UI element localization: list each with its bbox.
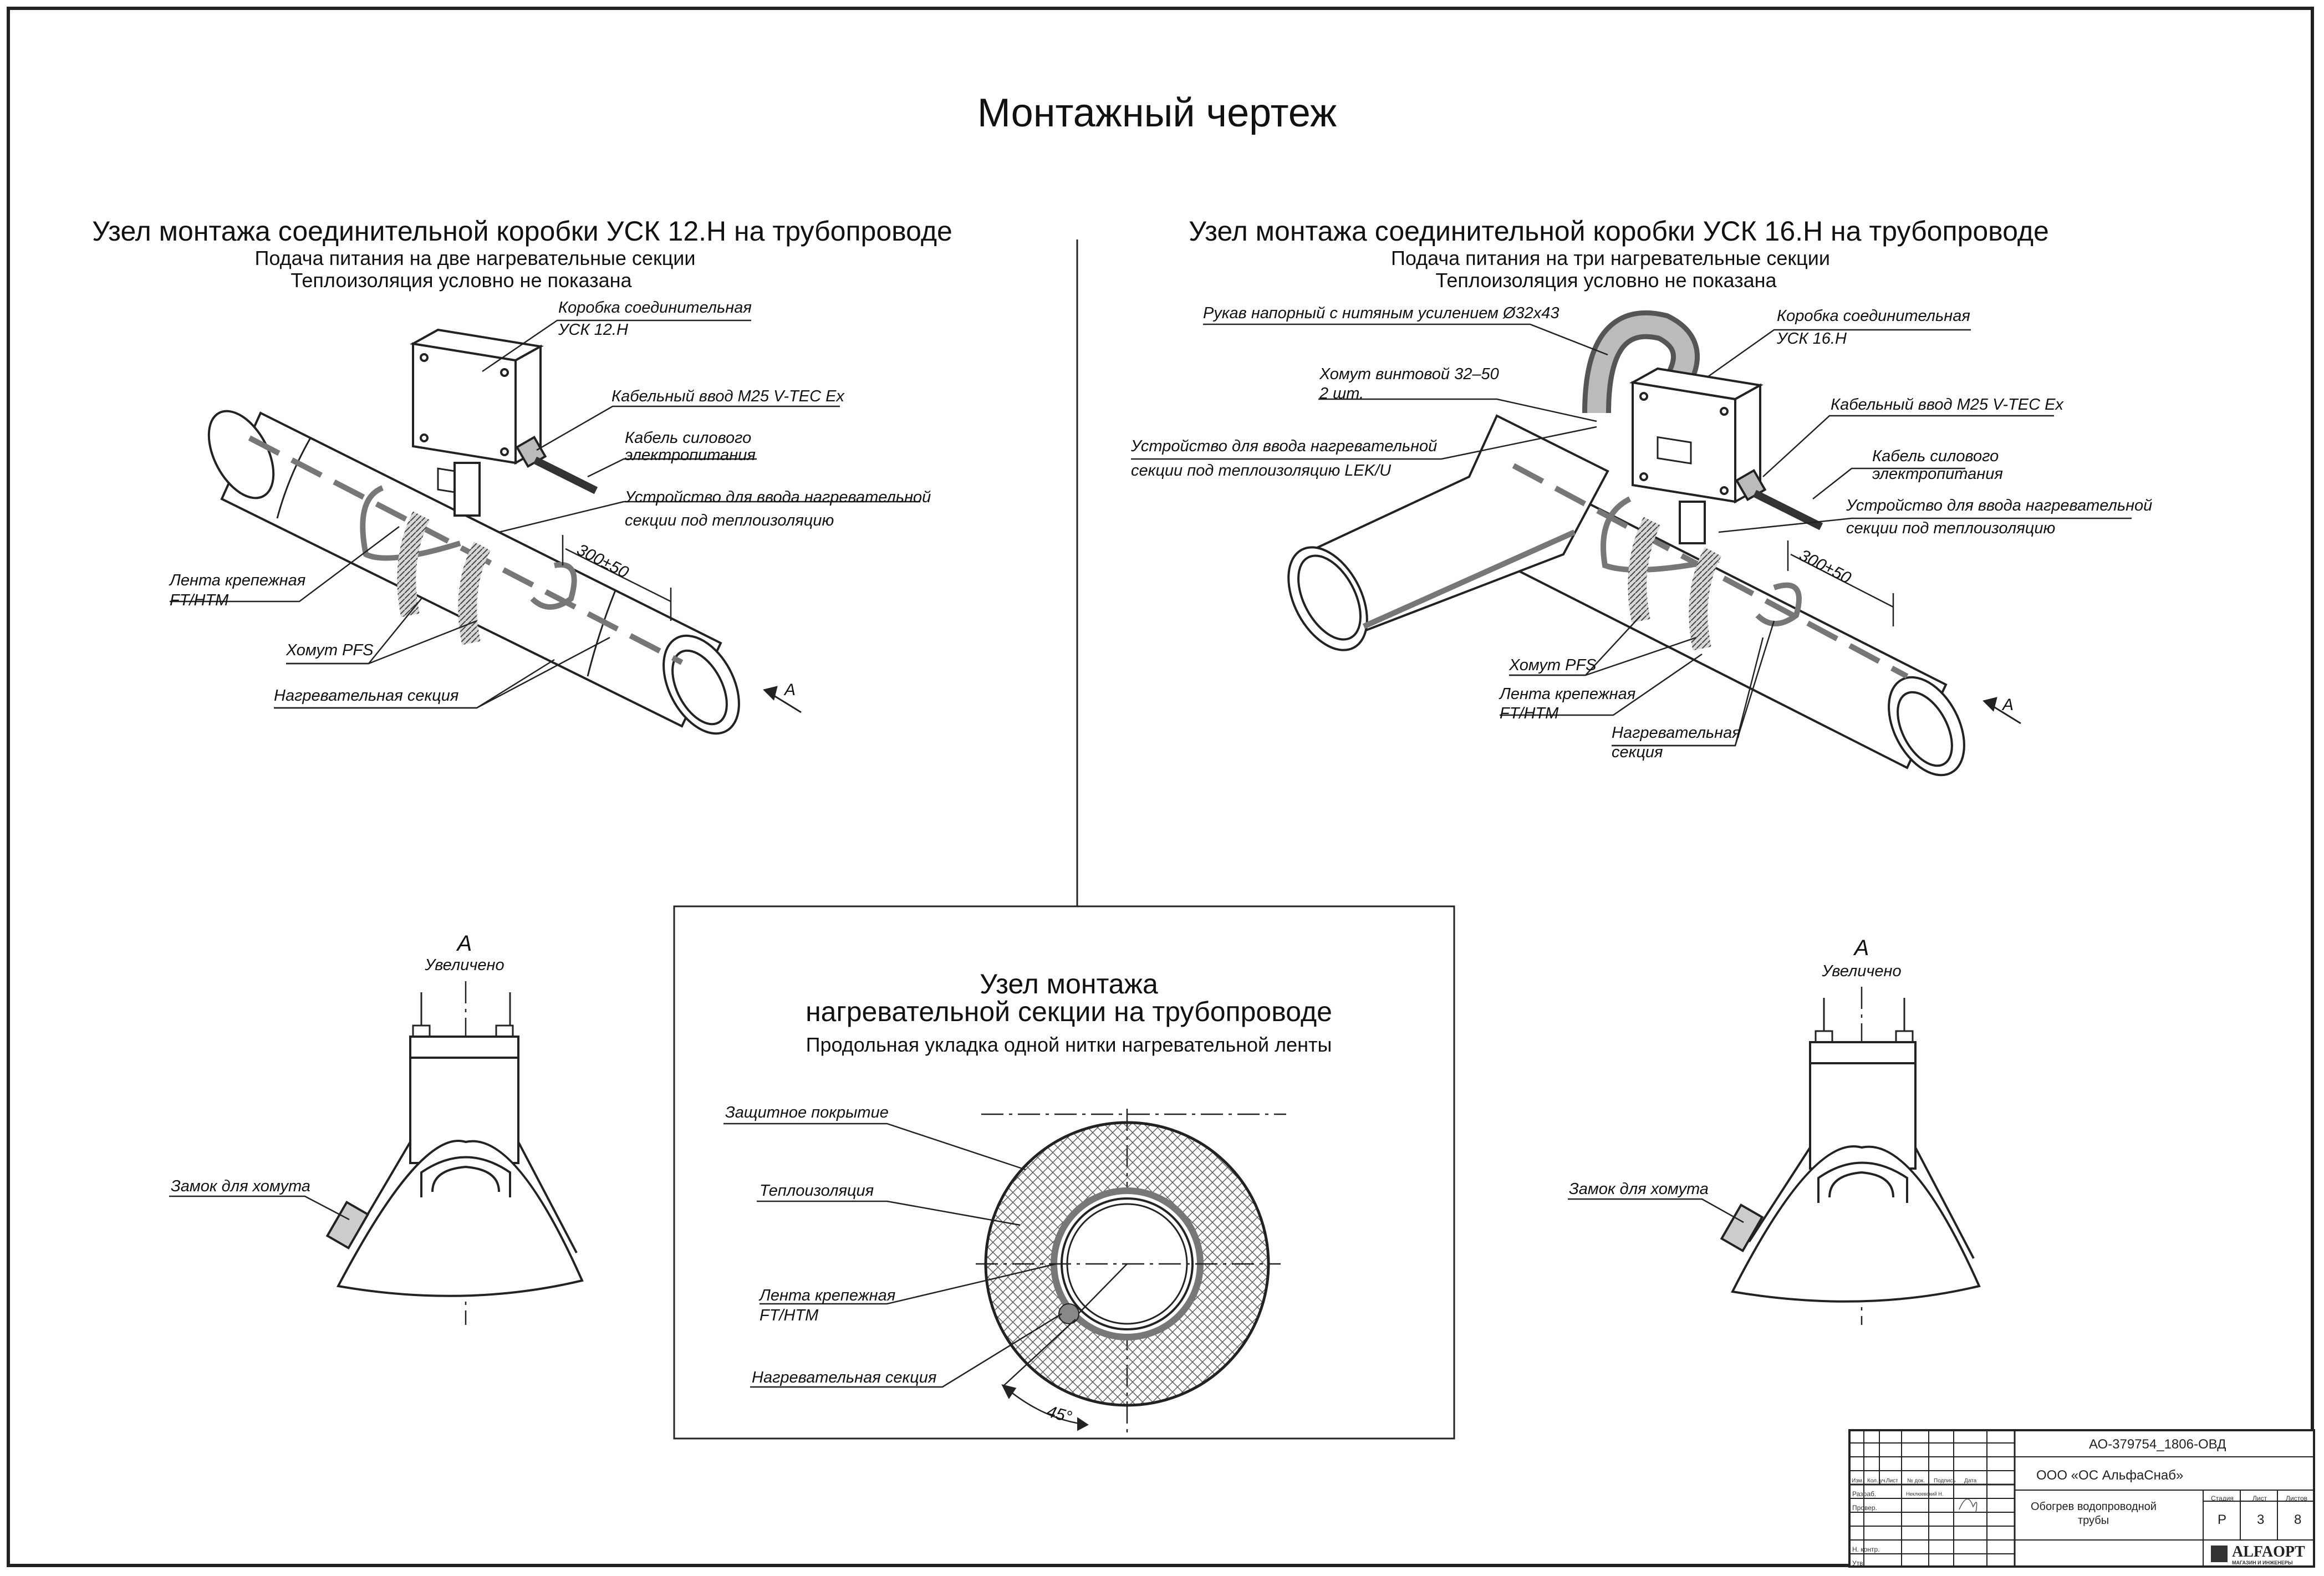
tb-author: Неклюевский Н.: [1906, 1491, 1944, 1497]
tb-h-stage: Стадия: [2211, 1495, 2234, 1502]
right-label-gland: Кабельный ввод М25 V-TEC Ex: [1831, 396, 2063, 414]
center-title-2: нагревательной секции на трубопроводе: [806, 996, 1332, 1027]
tb-h-sheet: Лист: [2252, 1495, 2267, 1502]
left-section-subtitle-1: Подача питания на две нагревательные сек…: [254, 247, 696, 269]
left-assembly: [170, 319, 920, 735]
right-detail-zoom: Увеличено: [1822, 962, 1902, 980]
right-label-heater-2: секция: [1612, 743, 1663, 761]
page-title: Монтажный чертеж: [977, 91, 1337, 135]
left-label-cable-1: Кабель силового: [625, 429, 752, 447]
tb-sheet: 3: [2257, 1512, 2265, 1527]
left-section-title: Узел монтажа соединительной коробки УСК …: [92, 216, 952, 247]
tb-logo-mark: [2211, 1546, 2228, 1562]
tb-h-sheets: Листов: [2286, 1495, 2307, 1502]
title-block: АО-379754_1806-ОВД ООО «ОС АльфаСнаб» Об…: [1848, 1429, 2315, 1568]
right-section-title: Узел монтажа соединительной коробки УСК …: [1189, 216, 2049, 247]
right-section-subtitle-1: Подача питания на три нагревательные сек…: [1391, 247, 1830, 269]
tb-col-izm: Изм.: [1852, 1478, 1864, 1484]
tb-row-prover: Провер.: [1852, 1504, 1877, 1512]
right-label-device-1: Устройство для ввода нагревательной: [1131, 437, 1438, 455]
tb-col-ndok: № док.: [1907, 1478, 1925, 1484]
tb-logo-sub: МАГАЗИН И ИНЖЕНЕРЫ: [2232, 1560, 2293, 1565]
tb-row-utv: Утв.: [1852, 1559, 1865, 1567]
left-label-device-2: секции под теплоизоляцию: [625, 512, 834, 529]
right-label-device2-2: секции под теплоизоляцию: [1846, 519, 2056, 537]
tb-doc-code: АО-379754_1806-ОВД: [2089, 1437, 2226, 1452]
left-label-gland: Кабельный ввод М25 V-TEC Ex: [611, 387, 844, 405]
left-section-subtitle-2: Теплоизоляция условно не показана: [290, 269, 632, 292]
tb-organization: ООО «ОС АльфаСнаб»: [2036, 1468, 2184, 1483]
right-section-subtitle-2: Теплоизоляция условно не показана: [1435, 269, 1777, 292]
left-detail-view: [169, 981, 584, 1325]
left-label-tape-2: FT/HTM: [170, 591, 229, 609]
tb-col-podp: Подпись: [1934, 1478, 1956, 1484]
tb-logo: ALFAOPT: [2232, 1543, 2305, 1560]
right-label-clamp: Хомут PFS: [1509, 656, 1597, 674]
left-label-tape-1: Лента крепежная: [170, 572, 306, 589]
left-label-box-1: Коробка соединительная: [558, 299, 752, 317]
left-label-cable-2: электропитания: [625, 446, 756, 464]
center-label-heater: Нагревательная секция: [752, 1369, 937, 1386]
sheet-frame: [7, 7, 2314, 1567]
right-detail-view-letter: А: [1854, 936, 1869, 960]
left-label-device-1: Устройство для ввода нагревательной: [625, 488, 931, 506]
title-block-grid: [1848, 1429, 2315, 1568]
tb-row-razrab: Разраб.: [1852, 1490, 1877, 1498]
right-label-view-arrow: А: [2002, 696, 2014, 714]
tb-col-data: Дата: [1964, 1478, 1977, 1484]
tb-name-2: трубы: [2078, 1514, 2109, 1527]
center-subtitle: Продольная укладка одной нитки нагревате…: [806, 1033, 1332, 1056]
center-label-tape-1: Лента крепежная: [760, 1287, 896, 1304]
center-detail-frame: [673, 905, 1455, 1440]
tb-stage: Р: [2218, 1512, 2227, 1527]
tb-sheets: 8: [2294, 1512, 2302, 1527]
center-label-tape-2: FT/HTM: [760, 1307, 819, 1324]
center-cross-section: [723, 1109, 1286, 1436]
right-label-cable-2: электропитания: [1872, 465, 2003, 483]
right-label-box-2: УСК 16.Н: [1777, 330, 1847, 348]
right-label-screw-clamp-2: 2 шт.: [1319, 385, 1364, 402]
left-detail-view-letter: А: [457, 931, 472, 956]
right-label-box-1: Коробка соединительная: [1777, 307, 1970, 325]
left-label-box-2: УСК 12.Н: [558, 321, 628, 339]
right-label-device-2: секции под теплоизоляцию LEK/U: [1131, 462, 1392, 480]
center-label-insulation: Теплоизоляция: [760, 1182, 874, 1200]
right-label-device2-1: Устройство для ввода нагревательной: [1846, 497, 2153, 514]
right-label-cable-1: Кабель силового: [1872, 447, 1999, 465]
center-title-1: Узел монтажа: [980, 968, 1158, 999]
tb-col-koluch: Кол. уч.: [1867, 1478, 1887, 1484]
left-label-heater: Нагревательная секция: [274, 687, 459, 705]
right-assembly: [1131, 310, 2132, 777]
right-label-hose: Рукав напорный с нитяным усилением Ø32х4…: [1203, 304, 1559, 322]
left-label-clamp: Хомут PFS: [286, 641, 374, 659]
right-label-tape-2: FT/HTM: [1500, 705, 1559, 722]
signature: [1959, 1498, 1978, 1513]
right-label-screw-clamp-1: Хомут винтовой 32–50: [1319, 365, 1499, 383]
right-detail-lock: Замок для хомута: [1569, 1180, 1709, 1198]
right-detail-view: [1568, 987, 1981, 1325]
left-detail-lock: Замок для хомута: [171, 1177, 310, 1195]
left-detail-zoom: Увеличено: [425, 956, 504, 974]
tb-name-1: Обогрев водопроводной: [2031, 1501, 2157, 1513]
tb-row-nkontr: Н. контр.: [1852, 1546, 1880, 1553]
left-label-view-arrow: А: [784, 681, 796, 699]
center-label-cover: Защитное покрытие: [725, 1104, 889, 1121]
right-label-tape-1: Лента крепежная: [1500, 685, 1636, 703]
right-label-heater-1: Нагревательная: [1612, 724, 1741, 742]
tb-col-list: Лист: [1886, 1478, 1898, 1484]
